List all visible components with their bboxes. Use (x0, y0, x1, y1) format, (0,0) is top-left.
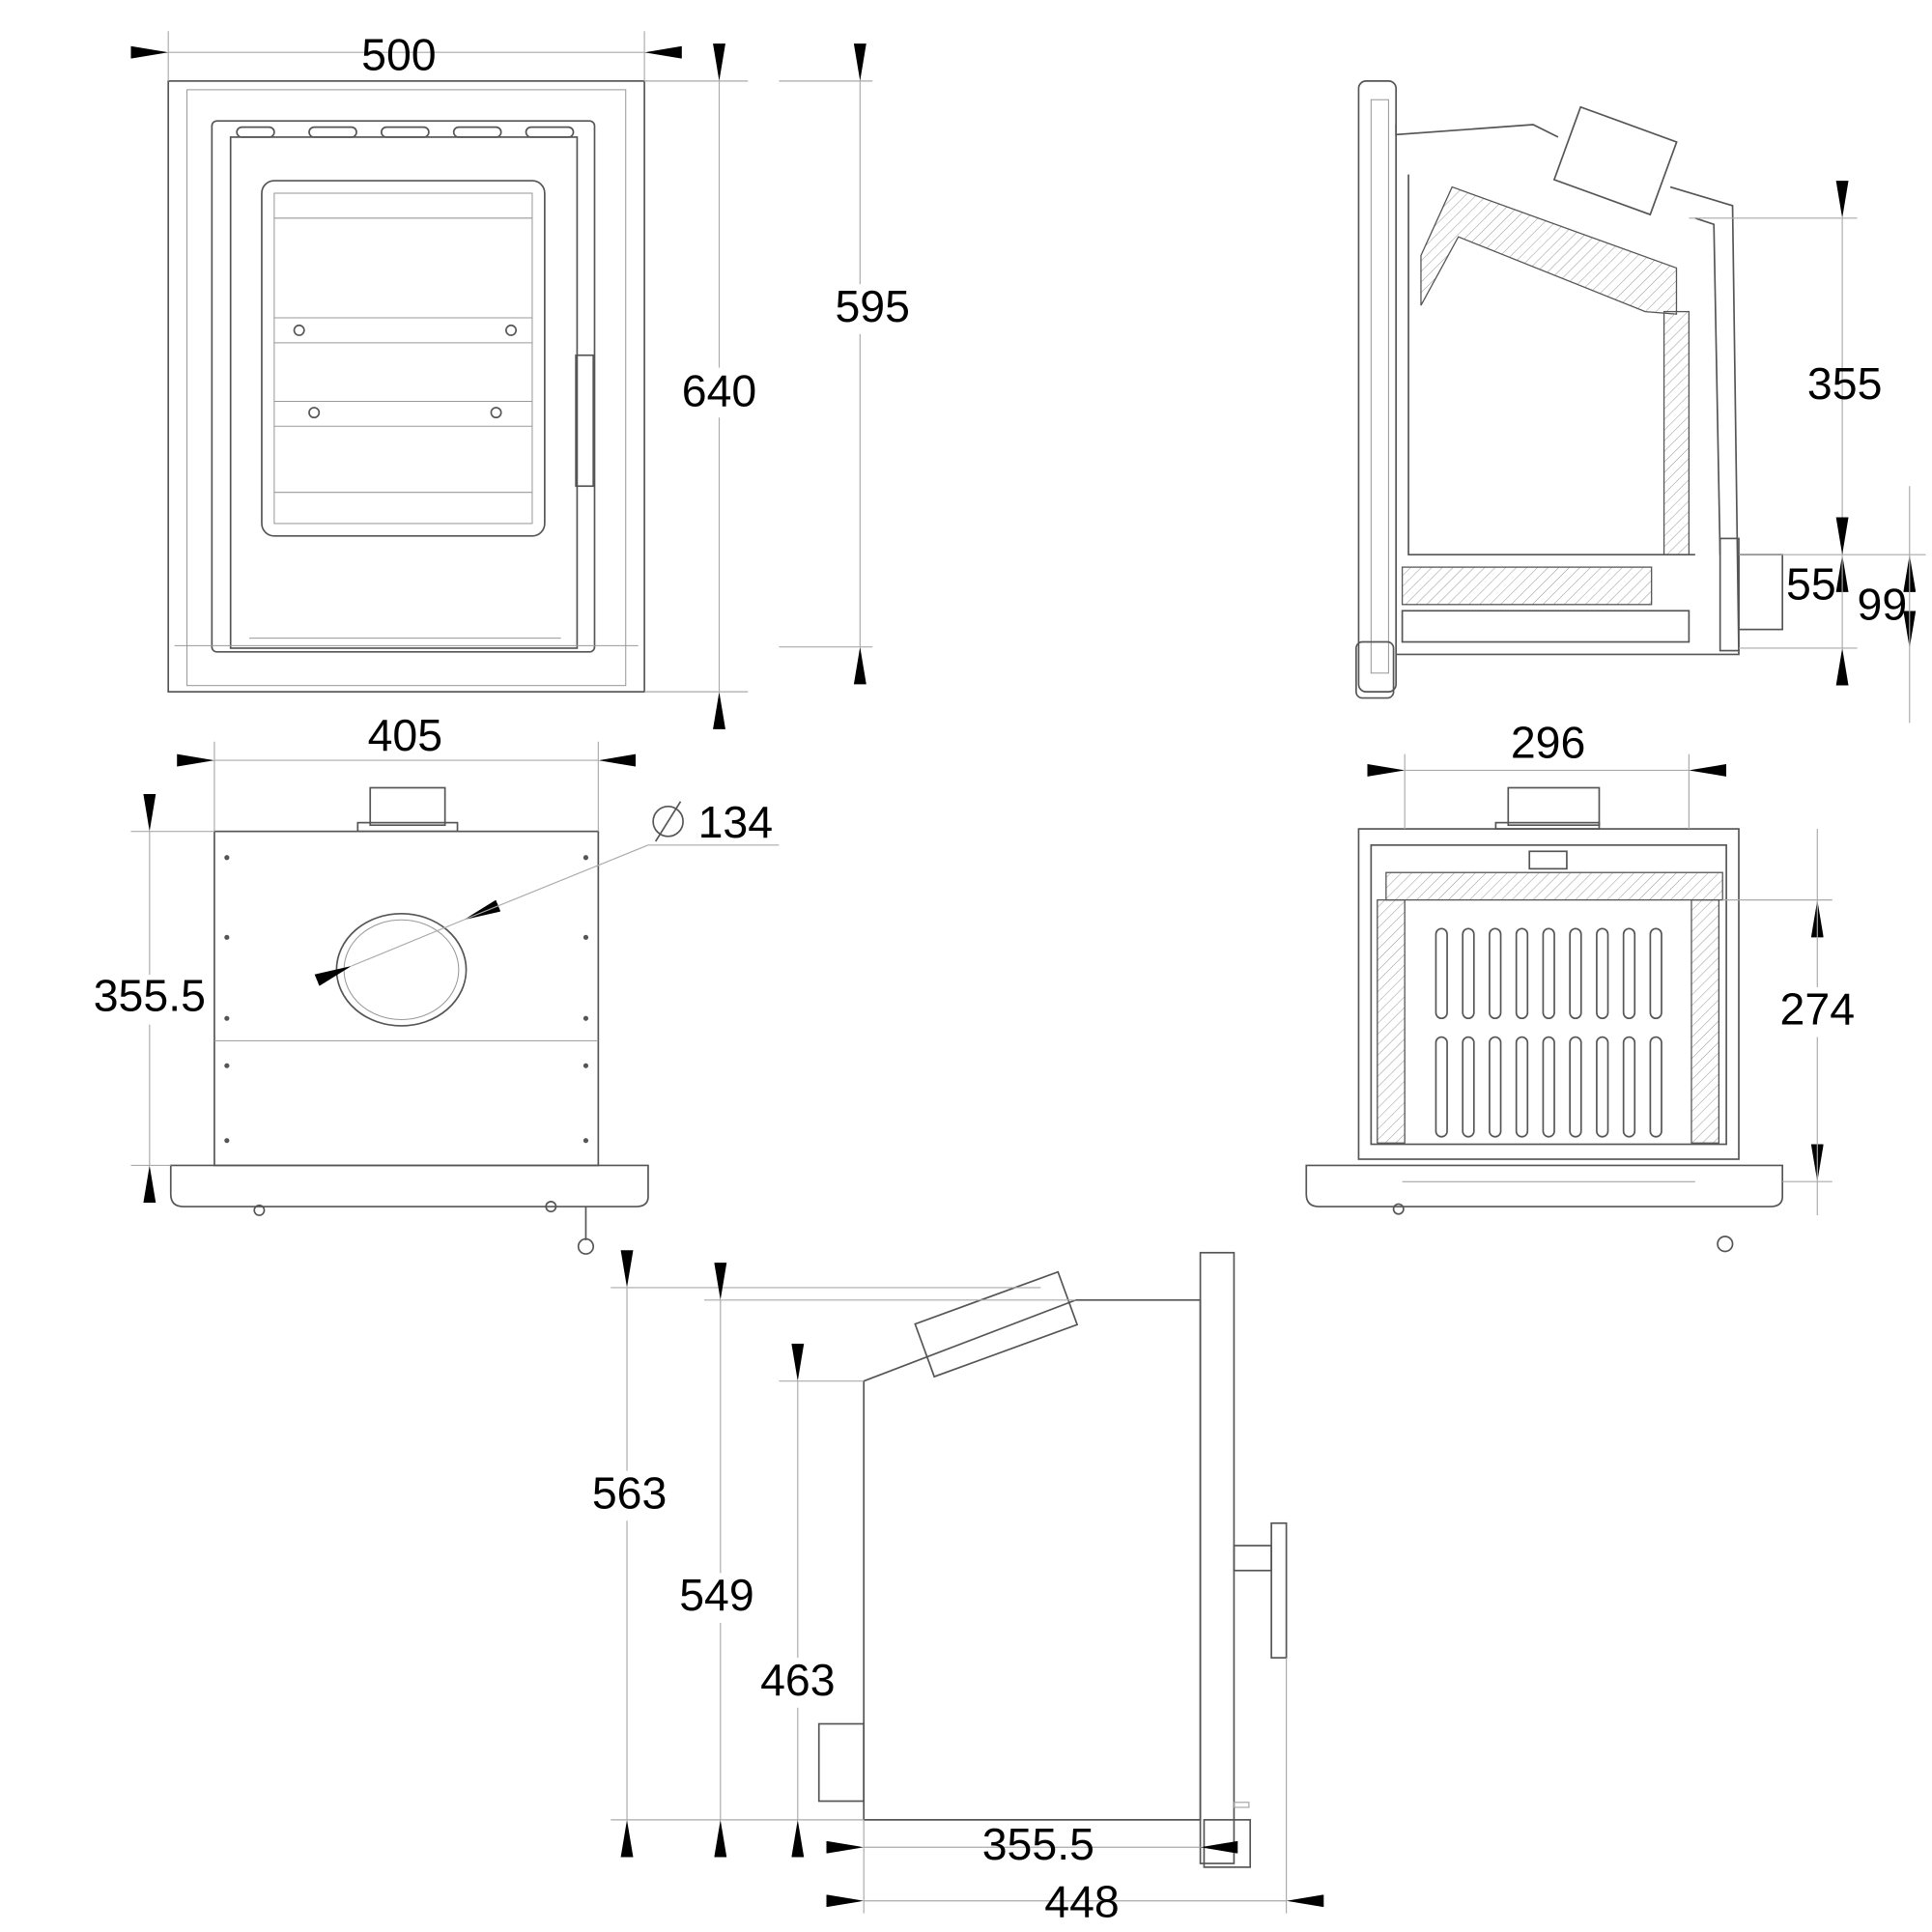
vent-slot (236, 126, 275, 138)
air-inlet (1738, 554, 1783, 631)
outer-frame (167, 80, 645, 693)
grate-slot (1596, 1036, 1609, 1138)
grate-slot (1462, 1036, 1475, 1138)
vent-slot (380, 126, 430, 138)
plinth (169, 1164, 649, 1208)
rear-air-inlet (817, 1722, 866, 1803)
grate-slot (1435, 1036, 1448, 1138)
top-view: 405 355.5 134 (87, 710, 780, 1255)
front-view: 500 640 595 (130, 29, 913, 729)
dim-355: 355 (1807, 358, 1882, 409)
grate-slot (1622, 927, 1636, 1020)
dim-diameter-134: 134 (698, 797, 773, 847)
grate-slots (1435, 927, 1662, 1138)
front-frame (1199, 1251, 1236, 1864)
dim-463: 463 (760, 1655, 835, 1705)
dim-55: 55 (1786, 559, 1836, 610)
inner-frame (211, 120, 596, 653)
grate-slot (1542, 1036, 1555, 1138)
dim-height-640: 640 (682, 366, 756, 416)
grate-slot (1435, 927, 1448, 1020)
dim-width-500: 500 (361, 29, 436, 79)
flue-collar (1507, 786, 1601, 827)
grate-slot (1569, 927, 1582, 1020)
vent-slot (525, 126, 575, 138)
grate-slot (1622, 1036, 1636, 1138)
flue-collar (369, 786, 446, 827)
dim-549: 549 (679, 1570, 753, 1620)
grate-slot (1569, 1036, 1582, 1138)
grate-slot (1462, 927, 1475, 1020)
dim-355-5-depth: 355.5 (982, 1819, 1094, 1869)
plinth (1305, 1164, 1783, 1208)
door-handle (1270, 1521, 1288, 1659)
grate-slot (1596, 927, 1609, 1020)
plan-section-view: 296 274 (1305, 718, 1859, 1253)
dim-99: 99 (1858, 579, 1908, 629)
dim-563: 563 (592, 1467, 667, 1518)
side-section-view: 355 55 99 (1355, 80, 1926, 724)
diameter-icon (652, 801, 684, 842)
dim-height-595: 595 (835, 281, 909, 331)
flue-outlet (1552, 105, 1678, 216)
door (229, 136, 579, 649)
dim-355-5: 355.5 (94, 970, 206, 1020)
grate-slot (1489, 1036, 1502, 1138)
grate-slot (1515, 927, 1529, 1020)
side-view: 563 549 463 355.5 448 (585, 1250, 1324, 1927)
dim-274: 274 (1780, 984, 1855, 1035)
dim-296: 296 (1511, 718, 1585, 768)
grate-slot (1515, 1036, 1529, 1138)
front-frame (1357, 80, 1397, 693)
dim-405: 405 (368, 710, 442, 760)
grate-slot (1649, 1036, 1662, 1138)
flue-opening (335, 912, 468, 1027)
body-top (213, 830, 600, 1167)
grate-slot (1542, 927, 1555, 1020)
body-side (863, 1298, 1202, 1821)
flue-outlet (914, 1270, 1079, 1378)
dim-448: 448 (1044, 1877, 1119, 1927)
vent-slot (308, 126, 357, 138)
grate-slot (1489, 927, 1502, 1020)
door-handle (575, 354, 595, 488)
glass-panel (261, 180, 546, 537)
grate-slot (1649, 927, 1662, 1020)
vent-slot (452, 126, 502, 138)
